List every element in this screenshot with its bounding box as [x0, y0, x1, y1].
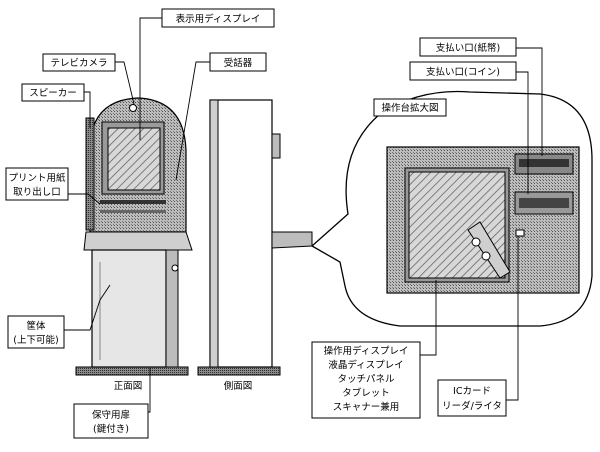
svg-text:リーダ/ライタ: リーダ/ライタ: [442, 400, 502, 412]
svg-text:保守用扉: 保守用扉: [92, 409, 130, 421]
svg-text:取り出し口: 取り出し口: [13, 186, 61, 198]
svg-text:受話器: 受話器: [224, 57, 253, 69]
svg-text:スキャナー兼用: スキャナー兼用: [333, 401, 400, 413]
label-lock-door: 保守用扉 (鍵付き): [73, 403, 149, 439]
kiosk-side-view: [197, 99, 313, 376]
svg-text:筐体: 筐体: [26, 320, 46, 332]
svg-text:テレビカメラ: テレビカメラ: [50, 58, 107, 69]
label-camera: テレビカメラ: [42, 53, 116, 72]
svg-text:操作台拡大図: 操作台拡大図: [381, 102, 438, 114]
svg-text:(鍵付き): (鍵付き): [93, 423, 129, 435]
svg-text:プリント用紙: プリント用紙: [8, 172, 66, 184]
svg-text:スピーカー: スピーカー: [29, 88, 77, 99]
label-side-view: 側面図: [224, 380, 253, 392]
leader-lines: [64, 17, 543, 413]
svg-text:支払い口(紙幣): 支払い口(紙幣): [436, 42, 500, 54]
label-ic-card: ICカード リーダ/ライタ: [437, 379, 507, 417]
label-bill-outlet: 支払い口(紙幣): [419, 37, 517, 57]
svg-text:支払い口(コイン): 支払い口(コイン): [426, 66, 500, 78]
kiosk-front-view: [75, 97, 193, 376]
label-panel-zoom: 操作台拡大図: [373, 98, 447, 117]
label-op-display: 操作用ディスプレイ 液晶ディスプレイ タッチパネル タブレット スキャナー兼用: [311, 341, 421, 419]
panel-zoom-bubble: [310, 90, 593, 327]
label-print-outlet: プリント用紙 取り出し口: [5, 167, 69, 201]
label-front-view: 正面図: [114, 381, 143, 392]
label-speaker: スピーカー: [21, 83, 85, 102]
label-housing: 筐体 (上下可能): [7, 315, 65, 349]
stylus-icon: [467, 221, 511, 279]
label-display: 表示用ディスプレイ: [161, 8, 275, 28]
svg-text:液晶ディスプレイ: 液晶ディスプレイ: [328, 359, 403, 371]
label-receiver: 受話器: [209, 52, 267, 72]
svg-text:タブレット: タブレット: [342, 387, 390, 399]
svg-text:タッチパネル: タッチパネル: [337, 374, 395, 385]
svg-text:表示用ディスプレイ: 表示用ディスプレイ: [176, 13, 261, 25]
label-coin-outlet: 支払い口(コイン): [409, 61, 517, 81]
svg-text:(上下可能): (上下可能): [13, 334, 58, 346]
svg-text:ICカード: ICカード: [453, 386, 491, 397]
svg-text:操作用ディスプレイ: 操作用ディスプレイ: [324, 345, 409, 357]
